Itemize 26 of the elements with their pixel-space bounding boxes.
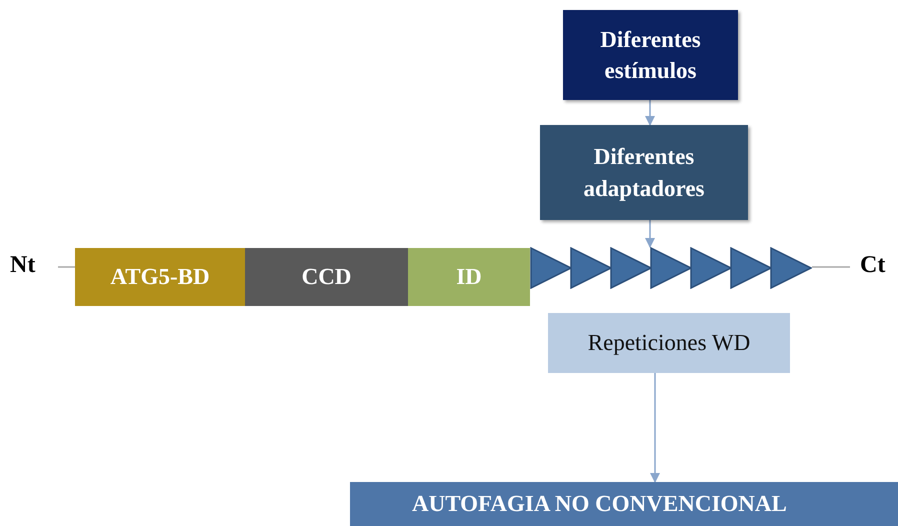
box-label: Diferentes estímulos (599, 26, 702, 85)
arrow (650, 373, 660, 483)
stimulus-box (563, 10, 738, 100)
box-label: Repeticiones WD (588, 329, 750, 358)
banner-label: AUTOFAGIA NO CONVENCIONAL (412, 490, 787, 518)
domain-box (245, 248, 408, 306)
repeat-triangle (610, 247, 652, 289)
adapter-box (540, 125, 748, 220)
repeat-triangle (690, 247, 732, 289)
arrow (645, 220, 655, 248)
repeat-label-box (548, 313, 790, 373)
repeat-triangle (650, 247, 692, 289)
domain-box (408, 248, 530, 306)
outcome-banner (350, 482, 898, 526)
terminus-label: Ct (860, 252, 886, 279)
domain-label: ID (456, 263, 482, 292)
domain-label: ATG5-BD (110, 263, 210, 292)
repeat-triangle (730, 247, 772, 289)
repeat-triangle (770, 247, 812, 289)
domain-label: CCD (302, 263, 352, 292)
terminus-label: Nt (10, 252, 36, 279)
box-label: Diferentes adaptadores (582, 143, 706, 203)
arrow (645, 100, 655, 126)
repeat-triangle (530, 247, 572, 289)
domain-box (75, 248, 245, 306)
repeat-triangle (570, 247, 612, 289)
